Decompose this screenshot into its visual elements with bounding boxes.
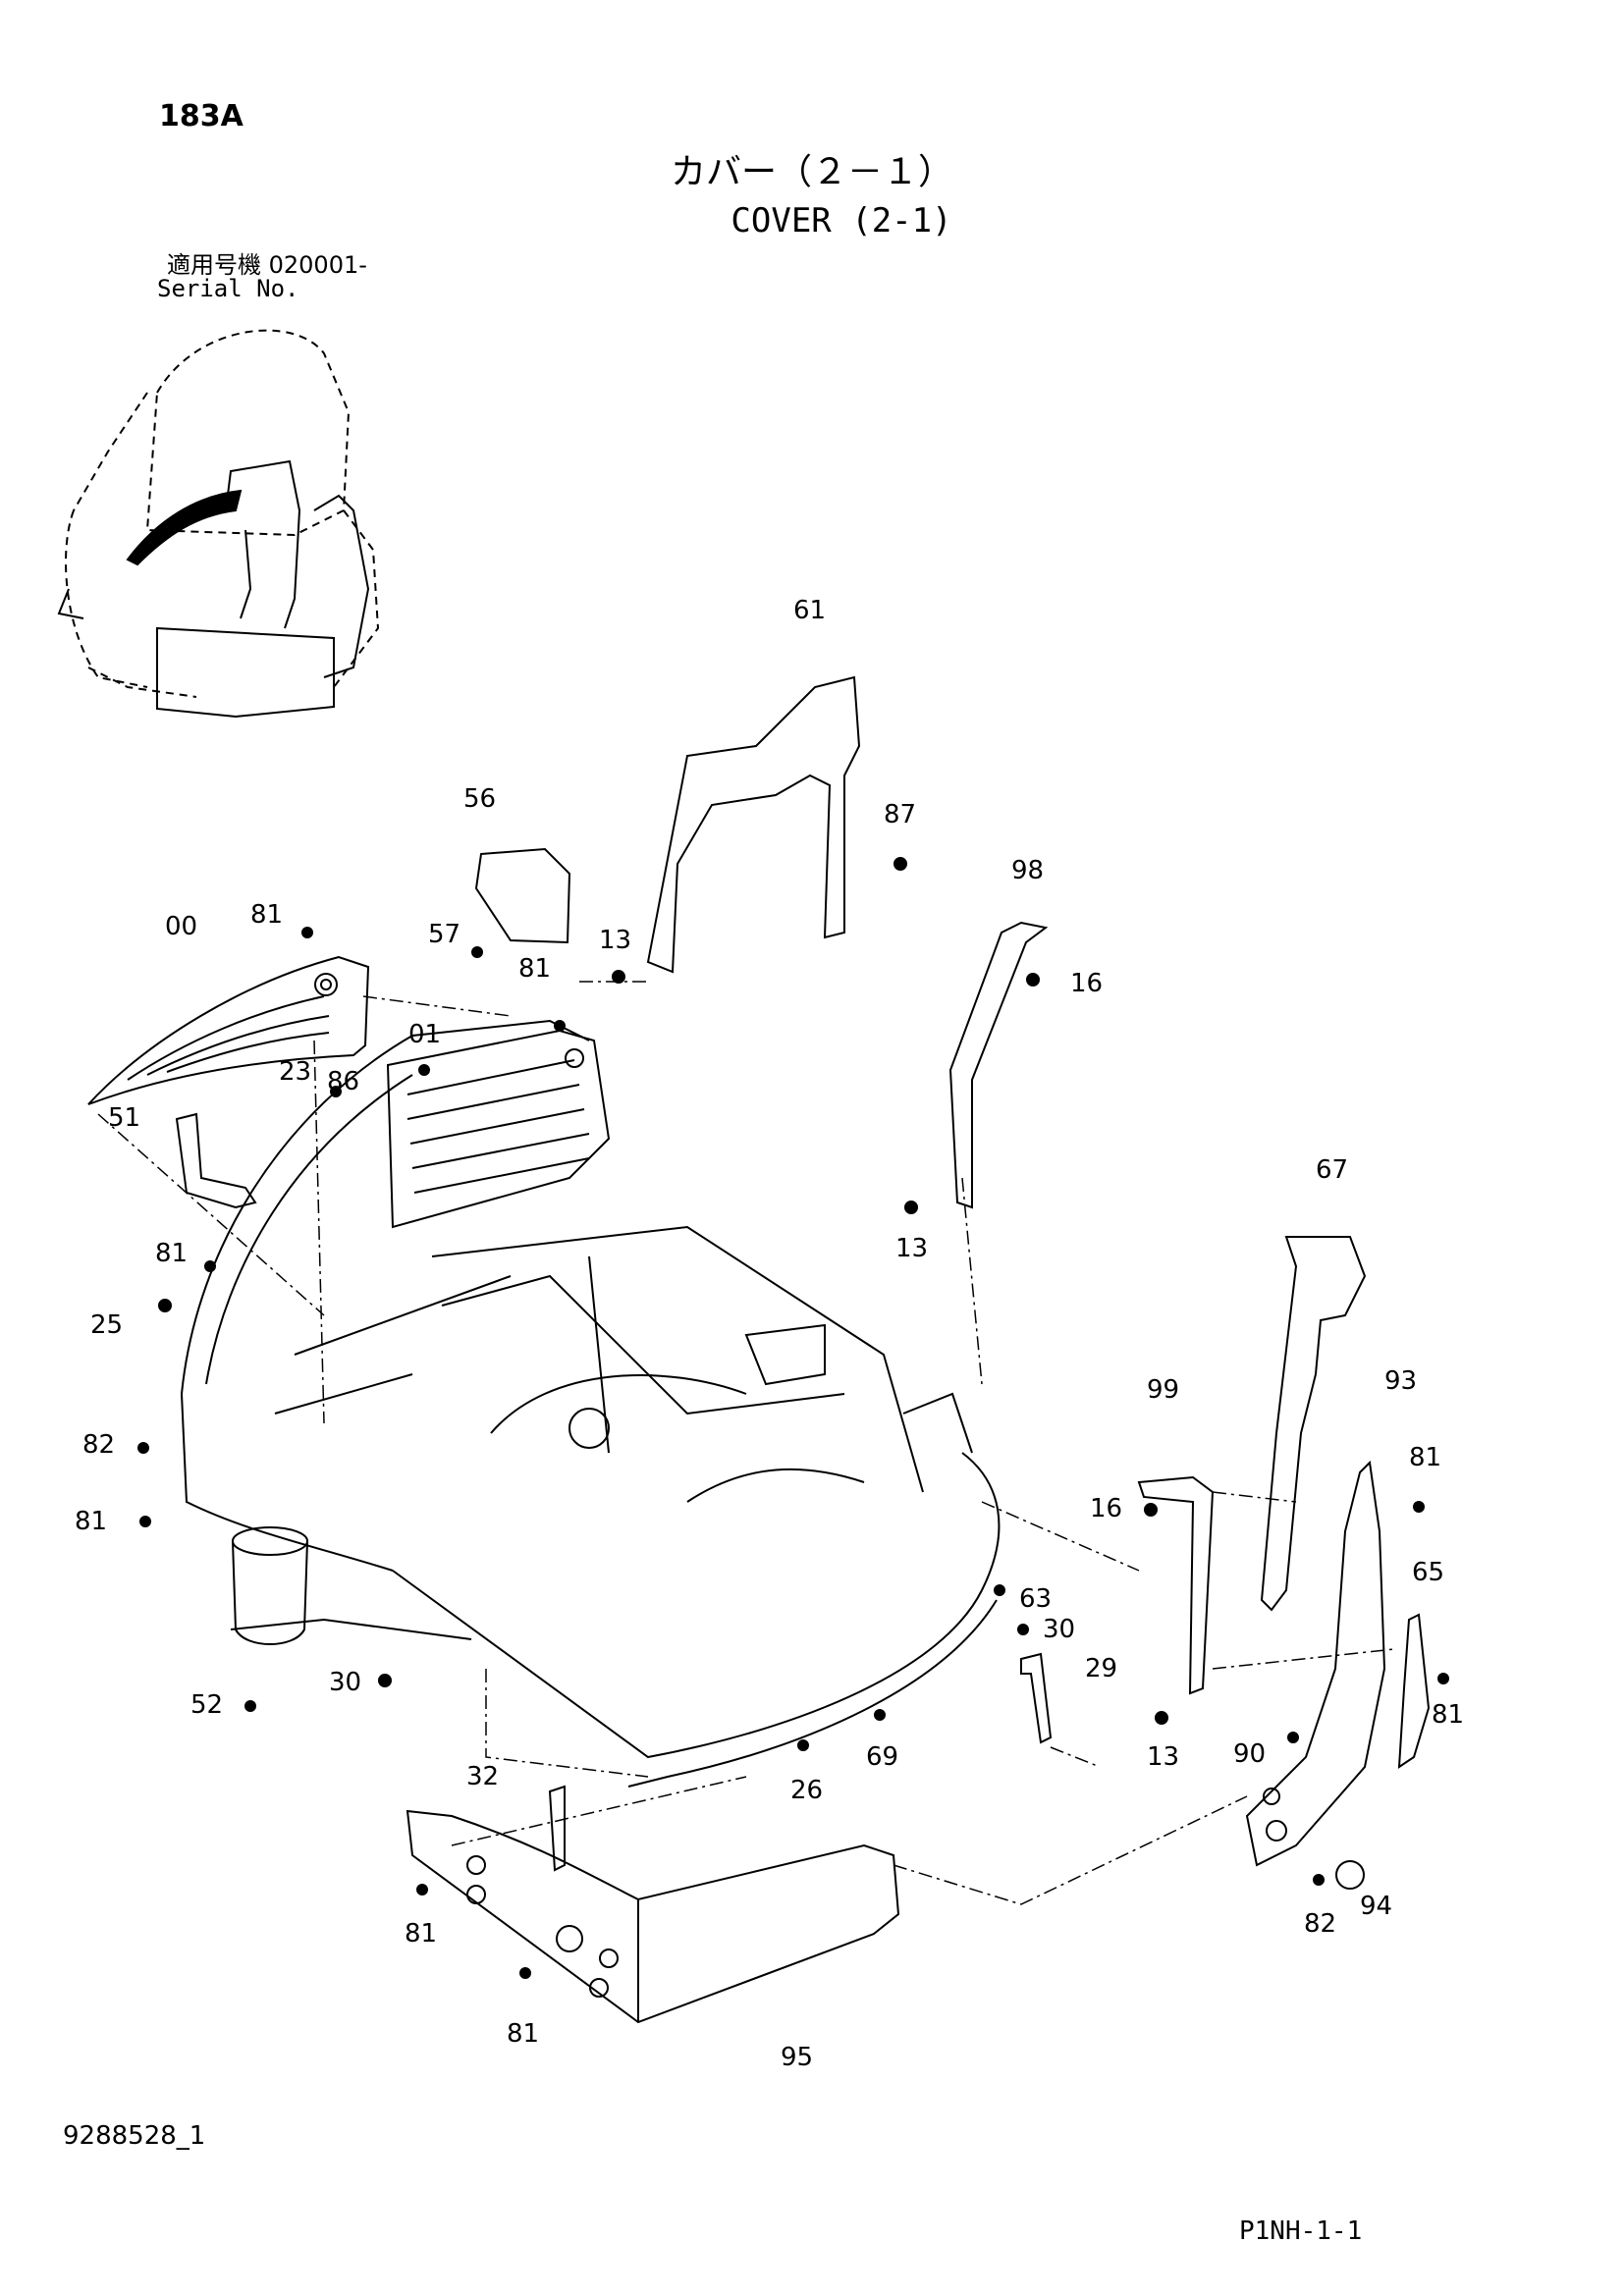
callout-81-g: 81: [405, 1919, 437, 1949]
callout-86: 86: [327, 1067, 359, 1096]
callout-61: 61: [793, 596, 826, 625]
callout-69: 69: [866, 1742, 898, 1772]
swing-pivot: [230, 1526, 472, 1645]
callout-98: 98: [1011, 856, 1044, 885]
page-code: 183A: [159, 99, 244, 133]
callout-81-h: 81: [507, 2019, 539, 2049]
part-56-plate: [474, 847, 571, 944]
page-reference: P1NH-1-1: [1239, 2216, 1363, 2246]
callout-26: 26: [790, 1776, 823, 1805]
part-00-grille: [87, 955, 370, 1105]
overview-inset: [57, 329, 380, 719]
callout-67: 67: [1316, 1155, 1348, 1185]
upper-frame-base: [181, 1019, 1001, 1788]
callout-30-b: 30: [329, 1668, 361, 1697]
callout-81-e: 81: [75, 1507, 107, 1536]
part-61-frame: [646, 675, 861, 974]
part-32-bracket: [548, 1785, 566, 1872]
serial-label-japanese: 適用号機 020001-: [167, 251, 367, 279]
part-51-bracket: [175, 1112, 257, 1209]
serial-label-english: Serial No.: [157, 275, 299, 302]
part-98-bracket: [948, 921, 1049, 1209]
callout-25: 25: [90, 1310, 123, 1340]
part-65-strip: [1397, 1613, 1431, 1769]
callout-90: 90: [1233, 1739, 1266, 1769]
part-01-grille-panel: [386, 1029, 611, 1229]
callout-99: 99: [1147, 1375, 1179, 1405]
callout-95: 95: [781, 2043, 813, 2072]
callout-16-a: 16: [1070, 969, 1103, 998]
callout-13-a: 13: [599, 926, 631, 955]
callout-57: 57: [428, 920, 460, 949]
callout-63: 63: [1019, 1584, 1052, 1614]
page-title-japanese: カバー（２－１）: [670, 152, 953, 192]
fasteners: [137, 857, 1449, 1979]
callout-65: 65: [1412, 1558, 1444, 1587]
callout-82-b: 82: [1304, 1909, 1336, 1939]
part-93-cover: [1245, 1460, 1386, 1890]
part-95-rear-cover: [406, 1809, 900, 2024]
callout-30-a: 30: [1043, 1615, 1075, 1644]
callout-13-c: 13: [1147, 1742, 1179, 1772]
callout-01: 01: [408, 1020, 441, 1049]
leader-lines: [97, 981, 1395, 1905]
callout-81-a: 81: [250, 900, 283, 930]
callout-00: 00: [165, 912, 197, 941]
callout-13-b: 13: [895, 1234, 928, 1263]
callout-87: 87: [884, 800, 916, 829]
callout-23: 23: [279, 1057, 311, 1087]
callout-93: 93: [1384, 1366, 1417, 1396]
callout-16-b: 16: [1090, 1494, 1122, 1523]
callout-81-c: 81: [155, 1239, 188, 1268]
part-29-bracket: [1020, 1652, 1053, 1744]
page-title-english: COVER (2-1): [731, 201, 952, 240]
callout-81-f: 81: [1432, 1700, 1464, 1730]
part-67-panel: [1260, 1236, 1367, 1612]
callout-82-a: 82: [82, 1430, 115, 1460]
callout-52: 52: [190, 1690, 223, 1720]
callout-81-d: 81: [1409, 1443, 1441, 1472]
part-99-bracket: [1137, 1475, 1215, 1695]
callout-51: 51: [108, 1103, 140, 1133]
callout-29: 29: [1085, 1654, 1117, 1683]
callout-32: 32: [466, 1762, 499, 1791]
callout-56: 56: [463, 784, 496, 814]
document-number: 9288528_1: [63, 2121, 206, 2151]
callout-94: 94: [1360, 1892, 1392, 1921]
callout-81-b: 81: [518, 954, 551, 984]
